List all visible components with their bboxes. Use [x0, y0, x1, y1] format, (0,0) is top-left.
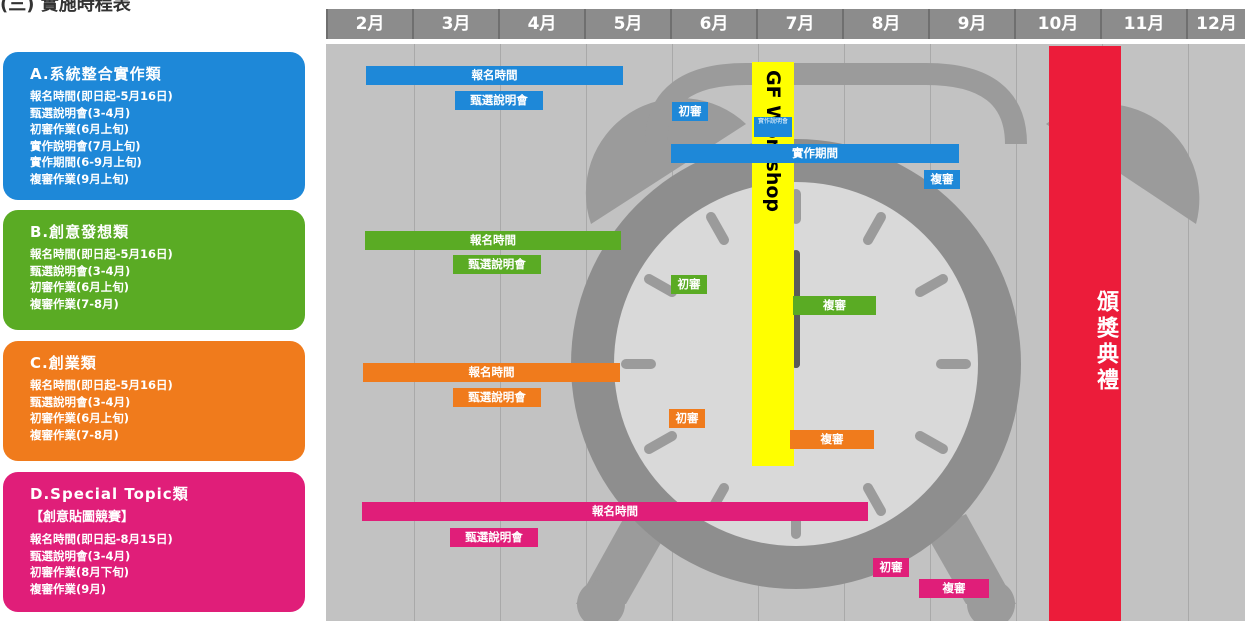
a-review-bar: 複審 — [924, 170, 960, 189]
list-item: 複審作業(7-8月) — [30, 296, 119, 311]
category-subtitle: 【創意貼圖競賽】 — [30, 510, 135, 525]
alarm-clock-icon — [571, 63, 1200, 621]
category-title: A.系統整合實作類 — [30, 65, 162, 83]
category-a-panel: A.系統整合實作類 報名時間(即日起-5月16日) 甄選說明會(3-4月) 初審… — [3, 52, 305, 200]
month-label: 3月 — [414, 9, 498, 39]
d-initial-bar: 初審 — [873, 558, 909, 577]
category-title: C.創業類 — [30, 354, 97, 372]
category-c-panel: C.創業類 報名時間(即日起-5月16日) 甄選說明會(3-4月) 初審作業(6… — [3, 341, 305, 461]
d-review-bar: 複審 — [919, 579, 989, 598]
category-title: D.Special Topic類 — [30, 485, 189, 503]
list-item: 報名時間(即日起-5月16日) — [30, 247, 173, 261]
b-review-bar: 複審 — [793, 296, 876, 315]
category-items: 報名時間(即日起-5月16日) 甄選說明會(3-4月) 初審作業(6月上旬) 複… — [30, 246, 305, 312]
list-item: 甄選說明會(3-4月) — [30, 548, 131, 563]
category-items: 報名時間(即日起-5月16日) 甄選說明會(3-4月) 初審作業(6月上旬) 複… — [30, 377, 305, 443]
award-ceremony-bar: 頒獎典禮 — [1049, 46, 1121, 621]
category-b-panel: B.創意發想類 報名時間(即日起-5月16日) 甄選說明會(3-4月) 初審作業… — [3, 210, 305, 330]
list-item: 實作期間(6-9月上旬) — [30, 155, 142, 169]
list-item: 實作說明會(7月上旬) — [30, 138, 141, 153]
list-item: 甄選說明會(3-4月) — [30, 105, 131, 120]
list-item: 複審作業(9月) — [30, 581, 107, 596]
b-initial-bar: 初審 — [671, 275, 707, 294]
month-label: 9月 — [930, 9, 1014, 39]
list-item: 初審作業(6月上旬) — [30, 280, 130, 294]
category-items: 報名時間(即日起-8月15日) 甄選說明會(3-4月) 初審作業(8月下旬) 複… — [30, 531, 305, 597]
gf-workshop-label: GF Workshop — [762, 70, 784, 213]
a-briefing-bar: 甄選說明會 — [455, 91, 543, 110]
award-ceremony-label: 頒獎典禮 — [1093, 290, 1118, 394]
list-item: 報名時間(即日起-8月15日) — [30, 532, 173, 546]
list-item: 報名時間(即日起-5月16日) — [30, 89, 173, 103]
month-label: 6月 — [672, 9, 756, 39]
b-signup-bar: 報名時間 — [365, 231, 621, 250]
d-signup-bar: 報名時間 — [362, 502, 868, 521]
list-item: 初審作業(8月下旬) — [30, 565, 130, 579]
category-title: B.創意發想類 — [30, 223, 130, 241]
c-initial-bar: 初審 — [669, 409, 705, 428]
c-briefing-bar: 甄選說明會 — [453, 388, 541, 407]
b-briefing-bar: 甄選說明會 — [453, 255, 541, 274]
c-review-bar: 複審 — [790, 430, 874, 449]
month-label: 8月 — [844, 9, 928, 39]
month-label: 5月 — [586, 9, 670, 39]
month-label: 10月 — [1016, 9, 1100, 39]
d-briefing-bar: 甄選說明會 — [450, 528, 538, 547]
category-items: 報名時間(即日起-5月16日) 甄選說明會(3-4月) 初審作業(6月上旬) 實… — [30, 88, 305, 187]
list-item: 報名時間(即日起-5月16日) — [30, 378, 173, 392]
list-item: 甄選說明會(3-4月) — [30, 394, 131, 409]
month-label: 11月 — [1102, 9, 1186, 39]
list-item: 複審作業(7-8月) — [30, 427, 119, 442]
c-signup-bar: 報名時間 — [363, 363, 620, 382]
list-item: 甄選說明會(3-4月) — [30, 263, 131, 278]
a-signup-bar: 報名時間 — [366, 66, 623, 85]
a-initial-bar: 初審 — [672, 102, 708, 121]
month-label: 7月 — [758, 9, 842, 39]
list-item: 初審作業(6月上旬) — [30, 122, 130, 136]
category-d-panel: D.Special Topic類 【創意貼圖競賽】 報名時間(即日起-8月15日… — [3, 472, 305, 612]
impl-briefing-tag: 實作說明會 — [754, 117, 792, 137]
month-label: 2月 — [328, 9, 412, 39]
month-label: 4月 — [500, 9, 584, 39]
a-impl-bar: 實作期間 — [671, 144, 959, 163]
page-title: (三) 實施時程表 — [0, 0, 131, 15]
month-label: 12月 — [1188, 9, 1245, 39]
list-item: 初審作業(6月上旬) — [30, 411, 130, 425]
list-item: 複審作業(9月上旬) — [30, 171, 130, 186]
